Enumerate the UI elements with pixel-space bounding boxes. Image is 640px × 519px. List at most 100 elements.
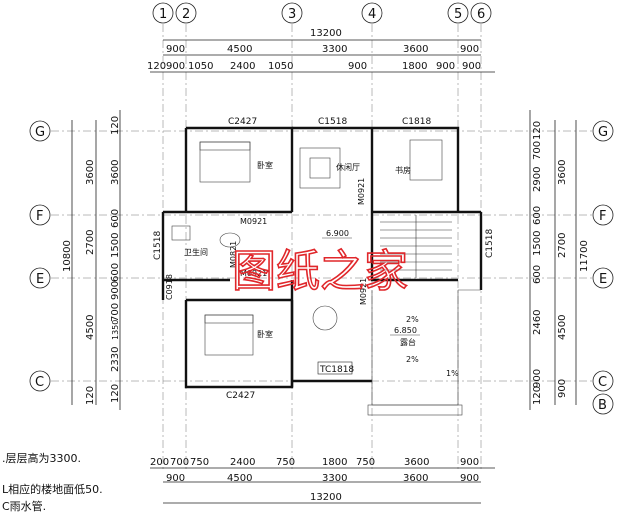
dim-bot-r1-3: 2400 xyxy=(230,457,255,468)
dim-top-r1-4: 900 xyxy=(460,44,479,55)
elevation-6850: 6.850 xyxy=(394,326,417,335)
dim-left-i6: 700 xyxy=(110,303,121,322)
dim-bot-r2-2: 3300 xyxy=(322,473,347,484)
axis-g-left: G xyxy=(35,125,45,140)
dim-bot-r2-1: 4500 xyxy=(227,473,252,484)
dim-top-r2-7: 900 xyxy=(436,61,455,72)
axis-c-left: C xyxy=(35,375,44,390)
notes: .层层高为3300. L相应的楼地面低50. C雨水管. xyxy=(2,451,103,513)
dim-left-o3: 120 xyxy=(85,386,96,405)
note-downpipe: C雨水管. xyxy=(2,499,46,513)
dim-bot-r1-1: 700 xyxy=(170,457,189,468)
axis-1-label: 1 xyxy=(159,7,167,22)
dim-top-r2-0: 120 xyxy=(147,61,166,72)
dim-right-i4: 1500 xyxy=(532,231,543,256)
dim-top-r2-2: 1050 xyxy=(188,61,213,72)
slope-1: 2% xyxy=(406,315,419,324)
dim-right-total: 11700 xyxy=(579,240,590,272)
dimensions-top: 13200 900 4500 3300 3600 900 120 900 105… xyxy=(147,28,495,73)
walls xyxy=(161,126,483,416)
dim-bot-r1-6: 750 xyxy=(356,457,375,468)
dimensions-right: 120 700 2900 600 1500 600 2460 900 120 3… xyxy=(529,110,590,410)
dim-top-r2-8: 900 xyxy=(462,61,481,72)
window-c0918: C0918 xyxy=(165,274,174,300)
dim-top-r2-6: 1800 xyxy=(402,61,427,72)
dim-right-i5: 600 xyxy=(532,265,543,284)
washbasin xyxy=(171,225,191,241)
axis-4-label: 4 xyxy=(368,7,376,22)
note-floor-lower: L相应的楼地面低50. xyxy=(2,482,103,496)
toilet xyxy=(219,232,241,248)
window-c1518-top: C1518 xyxy=(318,117,347,127)
dim-left-o0: 3600 xyxy=(85,160,96,185)
bed-upper xyxy=(199,141,251,183)
dim-bot-r2-4: 900 xyxy=(460,473,479,484)
slope-3: 1% xyxy=(446,369,459,378)
axis-c-right: C xyxy=(598,375,607,390)
room-terrace: 露台 xyxy=(400,337,416,347)
window-door-labels: C2427 C1518 C1818 C1518 C1518 TC1818 C24… xyxy=(153,117,495,401)
note-floor-height: .层层高为3300. xyxy=(2,451,81,465)
dim-left-i9: 120 xyxy=(110,384,121,403)
window-c1518-left: C1518 xyxy=(153,231,163,260)
window-tc1818: TC1818 xyxy=(319,365,354,375)
window-c2427-bottom: C2427 xyxy=(226,391,255,401)
dim-left-total: 10800 xyxy=(62,240,73,272)
window-c1518-right: C1518 xyxy=(485,229,495,258)
slope-2: 2% xyxy=(406,355,419,364)
door-m0921-d: M0921 xyxy=(359,278,368,305)
axis-bubbles-top: 1 2 3 4 5 6 xyxy=(152,2,492,24)
axis-f-left: F xyxy=(36,209,43,224)
room-study: 书房 xyxy=(395,165,411,175)
staircase xyxy=(380,215,452,278)
door-m0921-b: M0921 xyxy=(240,269,267,278)
dimensions-bottom: 200 700 750 2400 750 1800 750 3600 900 9… xyxy=(150,457,495,504)
dim-left-i7: 1350 xyxy=(111,320,120,340)
axis-e-left: E xyxy=(36,272,44,287)
dim-left-i8: 2330 xyxy=(110,347,121,372)
elevation-marks: 6.900 6.850 2% 2% 1% xyxy=(322,229,459,378)
dim-bot-r2-3: 3600 xyxy=(403,473,428,484)
furniture xyxy=(171,139,443,356)
dim-top-r2-3: 2400 xyxy=(230,61,255,72)
dim-right-i8: 120 xyxy=(532,386,543,405)
door-m0921-a: M0921 xyxy=(240,217,267,226)
dim-top-total: 13200 xyxy=(310,28,342,39)
window-c1818-top: C1818 xyxy=(402,117,431,127)
bed-lower xyxy=(204,314,254,356)
dim-bot-r1-8: 900 xyxy=(460,457,479,468)
dim-right-o3: 900 xyxy=(557,379,568,398)
round-table xyxy=(312,305,338,331)
watermark-text: 图纸之家 xyxy=(232,246,408,297)
dim-top-r2-1: 900 xyxy=(166,61,185,72)
axis-5-label: 5 xyxy=(454,7,462,22)
room-lounge: 休闲厅 xyxy=(336,162,360,172)
dim-top-r1-0: 900 xyxy=(166,44,185,55)
axis-b-right: B xyxy=(598,398,607,413)
room-labels: 卧室 休闲厅 书房 卫生间 卧室 露台 xyxy=(184,160,416,347)
dim-bot-r1-4: 750 xyxy=(276,457,295,468)
axis-3-label: 3 xyxy=(288,7,296,22)
dim-bot-total: 13200 xyxy=(310,492,342,503)
dim-right-i0: 120 xyxy=(532,121,543,140)
room-bedroom-upper: 卧室 xyxy=(257,160,273,170)
dim-bot-r1-2: 750 xyxy=(190,457,209,468)
axis-bubbles-right: G F E C B xyxy=(592,120,614,415)
axis-g-right: G xyxy=(598,125,608,140)
dim-bot-r1-0: 200 xyxy=(150,457,169,468)
dim-top-r2-5: 900 xyxy=(348,61,367,72)
axis-f-right: F xyxy=(599,209,606,224)
door-m0921-c: M0921 xyxy=(357,178,366,205)
dim-right-i3: 600 xyxy=(532,206,543,225)
dim-right-i1: 700 xyxy=(532,141,543,160)
axis-2-label: 2 xyxy=(182,7,190,22)
dim-left-i1: 3600 xyxy=(110,160,121,185)
sofa xyxy=(299,147,341,189)
dim-left-i4: 600 xyxy=(110,263,121,282)
dim-bot-r2-0: 900 xyxy=(166,473,185,484)
dim-left-o2: 4500 xyxy=(85,315,96,340)
dim-left-o1: 2700 xyxy=(85,230,96,255)
dimensions-left: 10800 3600 2700 4500 120 120 3600 600 15… xyxy=(62,110,121,410)
window-c2427-top: C2427 xyxy=(228,117,257,127)
